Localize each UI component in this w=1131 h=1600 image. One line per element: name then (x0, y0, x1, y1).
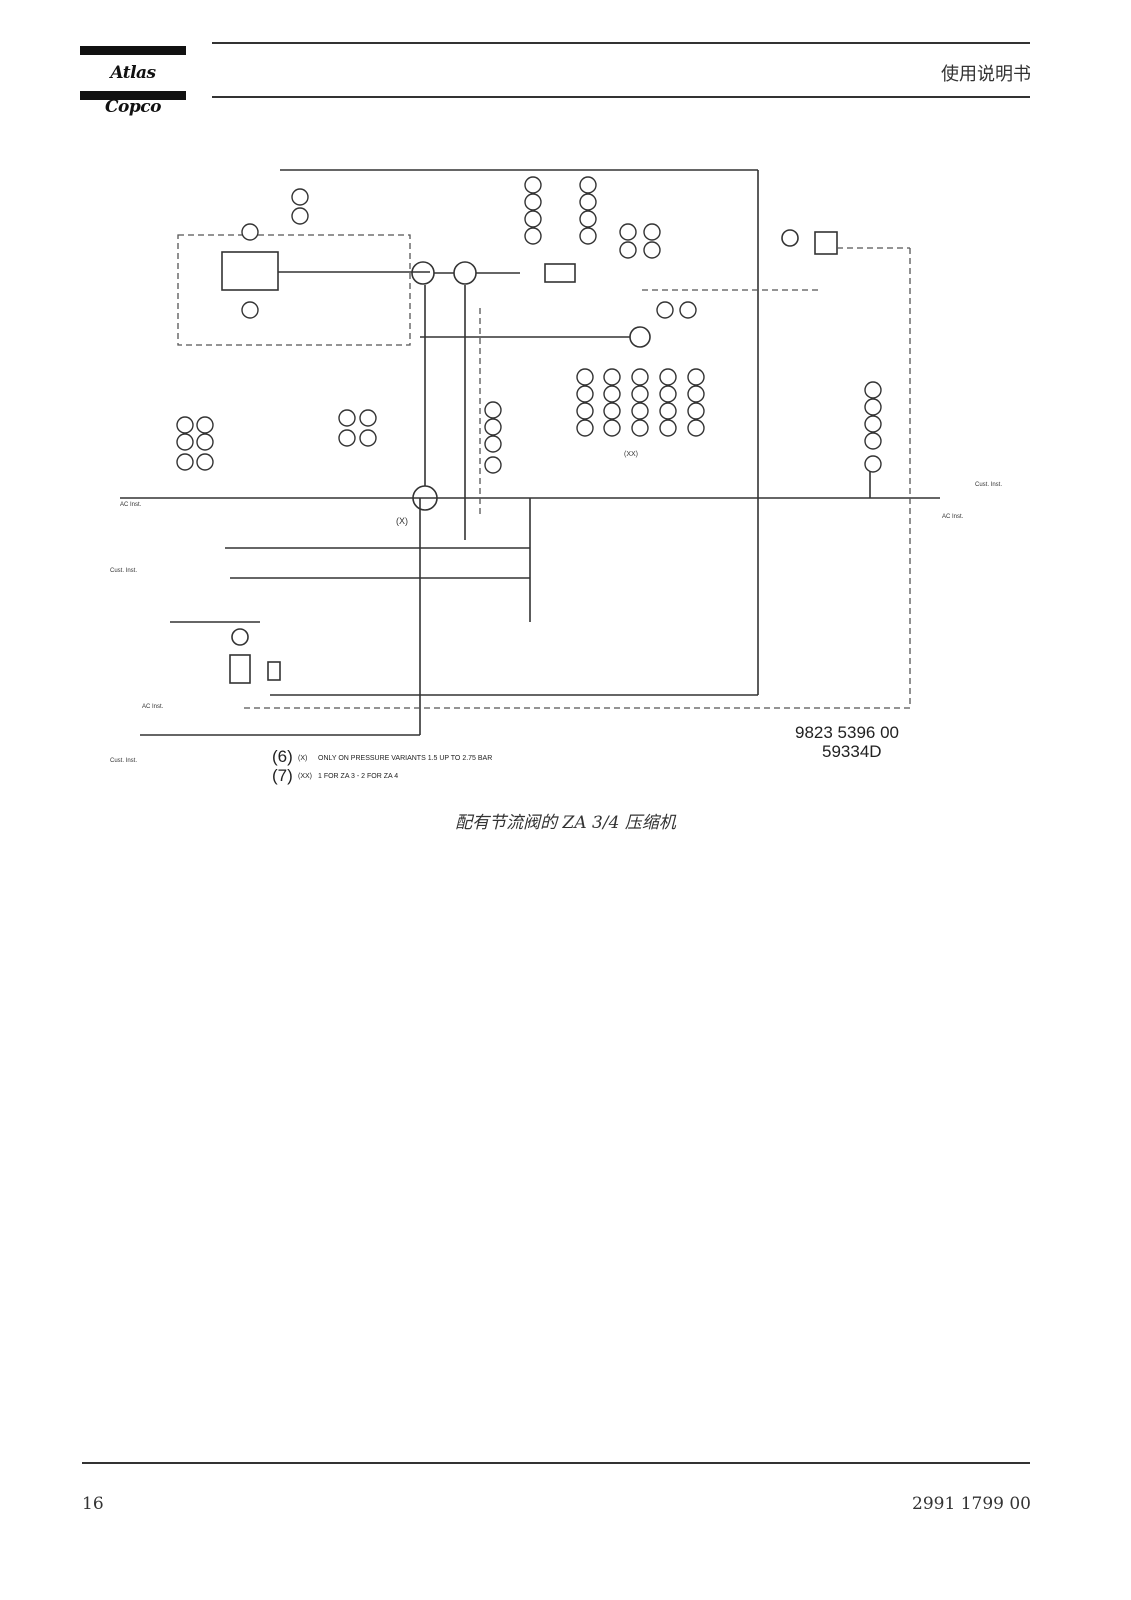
document-number: 2991 1799 00 (912, 1494, 1031, 1514)
ac-inst-label-2: AC Inst. (142, 704, 164, 710)
note-6-text: ONLY ON PRESSURE VARIANTS 1.5 UP TO 2.75… (318, 755, 492, 762)
header-bottom-rule (212, 96, 1030, 98)
drawing-code: 59334D (822, 742, 882, 761)
piping-instrumentation-diagram: AC Inst. Cust. Inst. AC Inst. Cust. Inst… (110, 169, 1002, 785)
note-7-text: 1 FOR ZA 3 - 2 FOR ZA 4 (318, 773, 398, 780)
cust-inst-label-1: Cust. Inst. (110, 568, 137, 574)
footer-rule (82, 1462, 1030, 1464)
xx-mark: (XX) (624, 451, 638, 458)
figure-caption: 配有节流阀的 ZA 3/4 压缩机 (455, 813, 676, 833)
cust-inst-label-2: Cust. Inst. (110, 758, 137, 764)
note-7-marker: (7) (272, 766, 293, 785)
cust-inst-label-3: Cust. Inst. (975, 482, 1002, 488)
atlas-copco-logo: Atlas Copco (80, 46, 186, 117)
ac-inst-label-1: AC Inst. (120, 502, 142, 508)
x-mark: (X) (396, 516, 408, 526)
note-7-code: (XX) (298, 773, 312, 780)
logo-wordmark: Atlas Copco (105, 63, 161, 117)
header-top-rule (212, 42, 1030, 44)
drawing-number: 9823 5396 00 (795, 723, 899, 742)
note-6-marker: (6) (272, 747, 293, 766)
document-type-title: 使用说明书 (941, 64, 1031, 85)
note-6-code: (X) (298, 755, 307, 762)
logo-top-bar (80, 46, 186, 55)
page-number: 16 (82, 1494, 104, 1514)
ac-inst-label-3: AC Inst. (942, 514, 964, 520)
logo-bottom-bar (80, 91, 186, 100)
